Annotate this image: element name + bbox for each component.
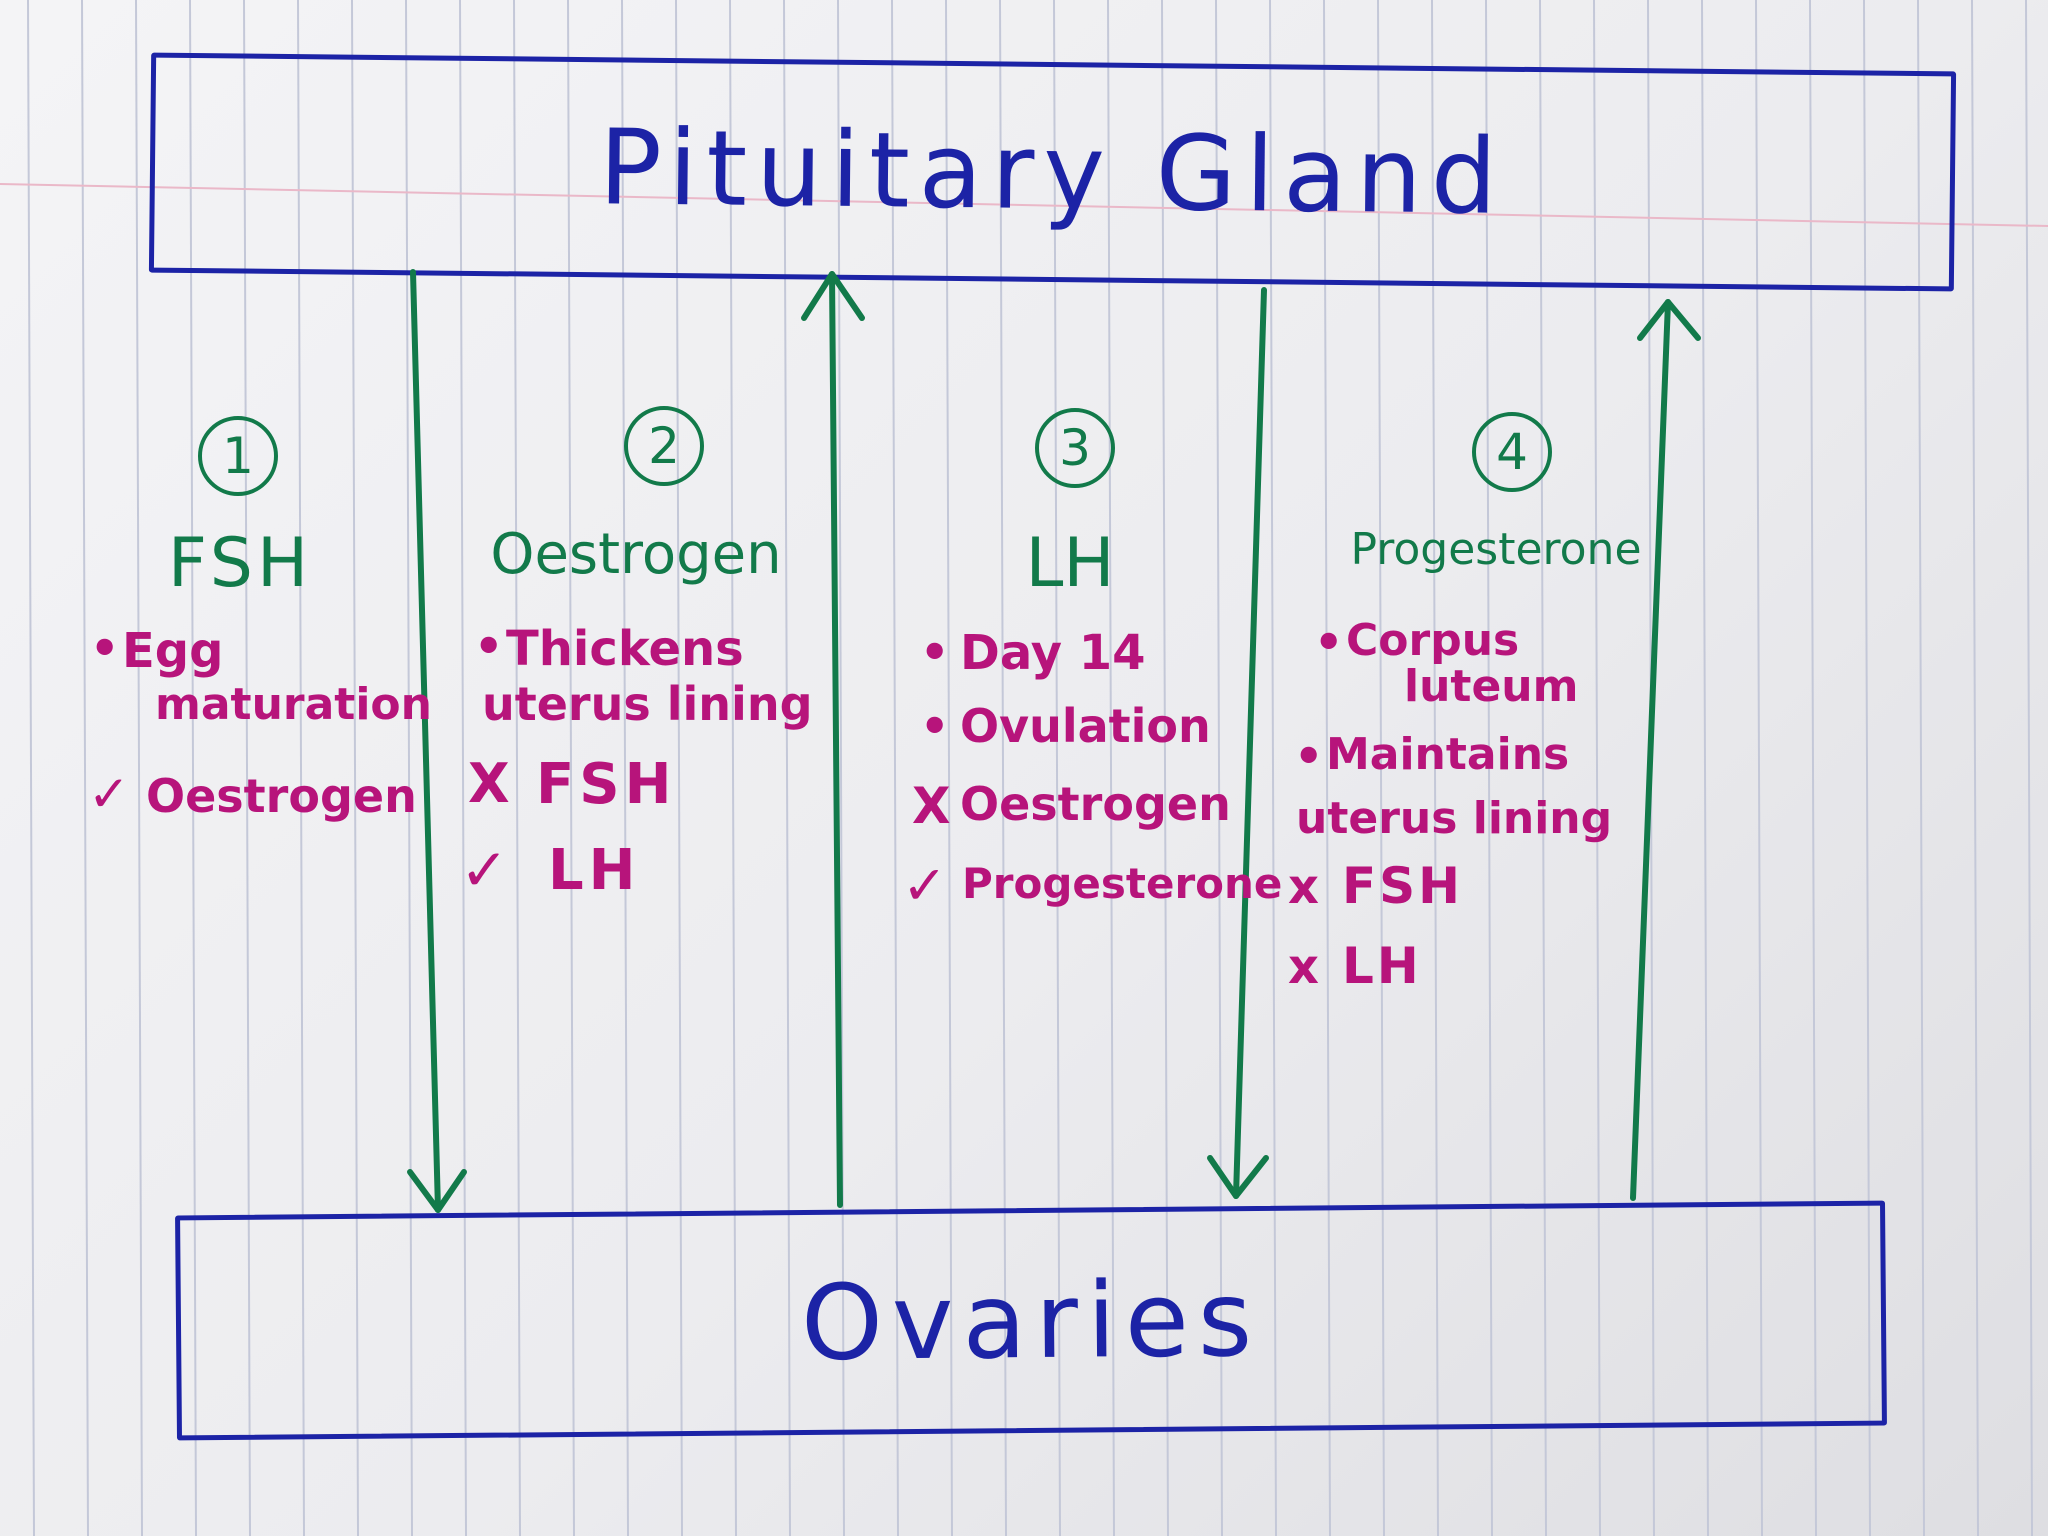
rule-line: [621, 0, 629, 1536]
stage-2-bullet-line-1: Thickens: [506, 621, 744, 677]
stage-2-number: 2: [624, 406, 704, 486]
arrow-2-up: [801, 271, 865, 1208]
stage-3-bullet-2: Ovulation: [960, 699, 1211, 753]
rule-line: [1971, 0, 1979, 1536]
rule-line: [783, 0, 791, 1536]
arrow-1-head: [407, 1169, 467, 1213]
stage-1-hormone: FSH: [167, 524, 313, 603]
rule-line: [1701, 0, 1709, 1536]
rule-line: [1269, 0, 1277, 1536]
rule-line: [405, 0, 413, 1536]
stage-1-effect-1-mark: ✓: [88, 765, 130, 823]
rule-line: [1809, 0, 1817, 1536]
rule-line: [1323, 0, 1331, 1536]
stage-2-bullet-dot: •: [474, 619, 504, 673]
rule-line: [351, 0, 359, 1536]
stage-4-effect-1-text: FSH: [1342, 857, 1464, 915]
rule-line: [1485, 0, 1493, 1536]
stage-4-hormone: Progesterone: [1350, 524, 1642, 575]
arrow-4-shaft: [1630, 299, 1671, 1201]
stage-2-effect-1-mark: X: [468, 752, 510, 815]
stage-4-bullet-1-line-2: luteum: [1404, 661, 1579, 712]
rule-line: [567, 0, 575, 1536]
margin-line: [0, 183, 2048, 227]
arrow-2-head: [801, 271, 865, 321]
stage-2-effect-2-text: LH: [548, 838, 641, 903]
stage-4-bullet-2-line-1: Maintains: [1326, 729, 1570, 780]
rule-line: [999, 0, 1007, 1536]
stage-2-effect-2-mark: ✓: [460, 836, 509, 904]
stage-3-effect-2-text: Progesterone: [962, 859, 1283, 908]
rule-line: [135, 0, 143, 1536]
arrow-4-head: [1637, 299, 1701, 341]
rule-line: [1431, 0, 1439, 1536]
stage-4-number: 4: [1472, 412, 1552, 492]
rule-line: [675, 0, 683, 1536]
rule-line: [27, 0, 35, 1536]
rule-line: [1863, 0, 1871, 1536]
arrow-4-up: [1630, 299, 1701, 1201]
rule-line: [1107, 0, 1115, 1536]
arrow-1-shaft: [410, 269, 441, 1213]
rule-line: [81, 0, 89, 1536]
rule-line: [1161, 0, 1169, 1536]
stage-2-hormone: Oestrogen: [490, 522, 782, 587]
stage-1-bullet-line-1: Egg: [122, 623, 224, 679]
stage-4-bullet-2-dot: •: [1294, 729, 1324, 783]
rule-line: [891, 0, 899, 1536]
rule-line: [1593, 0, 1601, 1536]
stage-4-effect-2-mark: x: [1288, 939, 1319, 995]
rule-line: [729, 0, 737, 1536]
arrow-3-shaft: [1233, 287, 1267, 1199]
rule-line: [945, 0, 953, 1536]
rule-line: [513, 0, 521, 1536]
rule-line: [459, 0, 467, 1536]
stage-3-bullet-2-dot: •: [920, 699, 950, 753]
stage-3-number: 3: [1035, 408, 1115, 488]
arrow-3-down: [1207, 287, 1269, 1199]
stage-4-bullet-1-dot: •: [1314, 615, 1344, 669]
stage-3-effect-1-mark: X: [912, 777, 951, 835]
rule-line: [1215, 0, 1223, 1536]
stage-1-number: 1: [198, 416, 278, 496]
stage-2-effect-1-text: FSH: [536, 752, 677, 817]
stage-3-effect-1-text: Oestrogen: [960, 777, 1231, 831]
stage-3-hormone: LH: [1025, 524, 1115, 603]
rule-line: [189, 0, 197, 1536]
rule-line: [1755, 0, 1763, 1536]
stage-4-effect-1-mark: x: [1288, 859, 1319, 915]
rule-line: [1539, 0, 1547, 1536]
arrow-2-shaft: [829, 271, 843, 1208]
arrow-3-head: [1207, 1155, 1269, 1199]
rule-line: [2025, 0, 2033, 1536]
stage-1-bullet-line-2: maturation: [155, 679, 432, 730]
stage-3-bullet-1: Day 14: [960, 625, 1146, 681]
rule-line: [1917, 0, 1925, 1536]
stage-1-effect-1-text: Oestrogen: [146, 769, 417, 823]
rule-line: [1377, 0, 1385, 1536]
stage-4-bullet-1-line-1: Corpus: [1346, 615, 1520, 666]
rule-line: [243, 0, 251, 1536]
stage-3-effect-2-mark: ✓: [902, 854, 948, 917]
stage-4-effect-2-text: LH: [1342, 937, 1422, 995]
arrow-1-down: [407, 269, 467, 1213]
stage-2-bullet-line-2: uterus lining: [482, 677, 813, 731]
stage-3-bullet-1-dot: •: [920, 625, 950, 679]
stage-1-bullet-dot: •: [90, 621, 120, 675]
rule-line: [297, 0, 305, 1536]
stage-4-bullet-2-line-2: uterus lining: [1296, 793, 1613, 844]
rule-line: [837, 0, 845, 1536]
rule-line: [1053, 0, 1061, 1536]
